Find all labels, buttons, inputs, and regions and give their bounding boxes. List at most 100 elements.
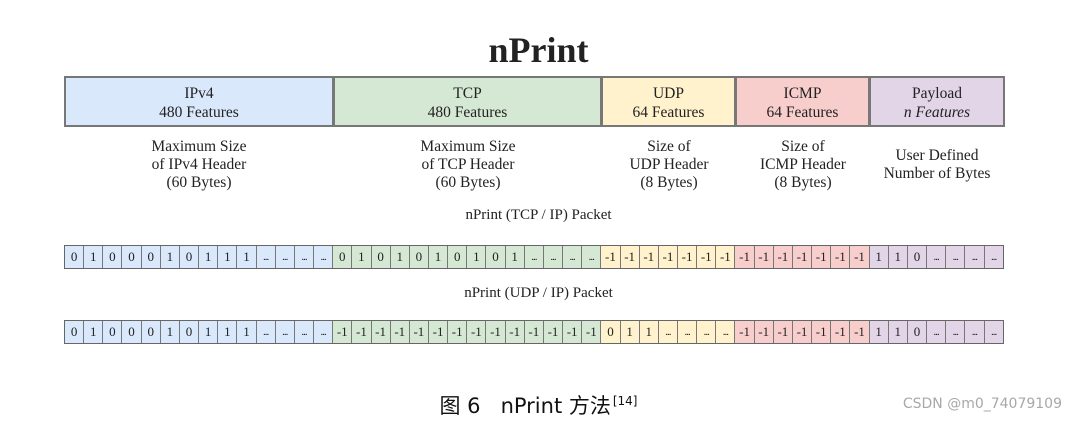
header-tcp-name: TCP	[453, 85, 482, 102]
packet-cell-tcp: -1	[486, 321, 506, 343]
packet-cell-icmp: -1	[792, 246, 813, 268]
packet-cell-tcp: -1	[428, 321, 449, 343]
packet-cell-udp: -1	[658, 246, 678, 268]
packet-cell-tcp: -1	[467, 321, 487, 343]
packet-cell-icmp: -1	[812, 321, 832, 343]
packet-cell-ipv4: ...	[294, 246, 315, 268]
caption-text: nPrint 方法	[500, 394, 611, 418]
packet-cell-tcp: ...	[524, 246, 544, 268]
packet-cell-udp: ...	[697, 321, 717, 343]
desc-tcp-line: Maximum Size	[420, 138, 516, 155]
packet-cell-icmp: -1	[735, 246, 755, 268]
packet-cell-payload: ...	[965, 321, 985, 343]
packet-cell-icmp: -1	[754, 321, 774, 343]
header-ipv4-name: IPv4	[184, 85, 214, 102]
desc-icmp-line: Size of	[781, 138, 825, 155]
packet-cell-udp: -1	[697, 246, 717, 268]
desc-ipv4-line: Maximum Size	[151, 138, 247, 155]
packet-cell-ipv4: 1	[218, 246, 238, 268]
packet-cell-udp: -1	[620, 246, 640, 268]
packet-cell-payload: 1	[888, 321, 908, 343]
packet-cell-tcp: -1	[543, 321, 564, 343]
desc-payload-line: Number of Bytes	[883, 165, 991, 182]
packet-cell-udp: 1	[620, 321, 640, 343]
packet-cell-tcp: 0	[486, 246, 506, 268]
packet-cell-payload: ...	[984, 321, 1003, 343]
packet-cell-ipv4: ...	[256, 321, 276, 343]
header-ipv4: IPv4 480 Features	[64, 76, 334, 127]
figure-caption: 图 6 nPrint 方法[14]	[0, 390, 1077, 420]
packet-cell-icmp: -1	[792, 321, 813, 343]
packet-cell-tcp: -1	[524, 321, 544, 343]
diagram-title: nPrint	[488, 30, 589, 70]
packet-label-udp-ip: nPrint (UDP / IP) Packet	[464, 285, 613, 301]
desc-udp-line: UDP Header	[629, 156, 709, 173]
desc-tcp: Maximum Size of TCP Header (60 Bytes)	[334, 138, 602, 192]
packet-cell-ipv4: 0	[122, 321, 142, 343]
packet-cell-ipv4: ...	[275, 246, 295, 268]
packet-cell-icmp: -1	[773, 321, 793, 343]
packet-cell-ipv4: 0	[141, 321, 161, 343]
packet-cell-udp: ...	[658, 321, 678, 343]
packet-cell-tcp: 1	[428, 246, 449, 268]
packet-cell-ipv4: ...	[275, 321, 295, 343]
packet-cell-tcp: -1	[390, 321, 410, 343]
desc-ipv4: Maximum Size of IPv4 Header (60 Bytes)	[64, 138, 334, 192]
packet-cell-icmp: -1	[754, 246, 774, 268]
packet-cell-payload: ...	[965, 246, 985, 268]
packet-cell-ipv4: ...	[294, 321, 315, 343]
header-icmp-name: ICMP	[783, 85, 822, 102]
packet-cell-icmp: -1	[831, 246, 851, 268]
packet-cell-ipv4: 0	[179, 246, 200, 268]
header-udp-features: 64 Features	[632, 104, 705, 121]
watermark: CSDN @m0_74079109	[902, 396, 1062, 412]
desc-payload-line: User Defined	[895, 147, 979, 164]
packet-cell-ipv4: 0	[141, 246, 161, 268]
desc-ipv4-line: of IPv4 Header	[151, 156, 247, 173]
packet-cell-ipv4: 0	[65, 321, 85, 343]
packet-cell-tcp: ...	[582, 246, 602, 268]
desc-tcp-line: (60 Bytes)	[435, 174, 501, 191]
packet-cell-payload: ...	[927, 321, 947, 343]
packet-cell-ipv4: 1	[160, 246, 180, 268]
packet-cell-tcp: 1	[505, 246, 525, 268]
packet-cell-payload: 0	[907, 246, 928, 268]
packet-cell-icmp: -1	[735, 321, 755, 343]
packet-cell-payload: 1	[869, 321, 889, 343]
header-tcp: TCP 480 Features	[334, 76, 602, 127]
packet-cell-ipv4: 0	[103, 246, 123, 268]
packet-cell-ipv4: 1	[199, 246, 219, 268]
packet-cell-tcp: -1	[563, 321, 583, 343]
packet-cell-payload: ...	[946, 246, 966, 268]
desc-icmp-line: (8 Bytes)	[774, 174, 832, 191]
caption-reference: [14]	[612, 394, 638, 408]
packet-cell-icmp: -1	[812, 246, 832, 268]
packet-cell-payload: ...	[946, 321, 966, 343]
packet-cell-tcp: 1	[390, 246, 410, 268]
packet-cell-ipv4: 1	[237, 321, 257, 343]
packet-cell-tcp: 1	[467, 246, 487, 268]
caption-figure-number: 图 6	[439, 394, 481, 418]
packet-label-tcp-ip: nPrint (TCP / IP) Packet	[465, 207, 612, 223]
packet-cell-tcp: 0	[409, 246, 429, 268]
packet-cell-tcp: -1	[371, 321, 391, 343]
desc-payload: User Defined Number of Bytes	[864, 147, 1010, 183]
packet-cell-ipv4: ...	[314, 321, 334, 343]
packet-cell-payload: 1	[869, 246, 889, 268]
packet-cell-ipv4: 1	[84, 246, 104, 268]
packet-cell-udp: -1	[639, 246, 659, 268]
packet-cell-tcp: 0	[448, 246, 468, 268]
packet-cell-tcp: ...	[563, 246, 583, 268]
desc-udp-line: (8 Bytes)	[640, 174, 698, 191]
header-payload-name: Payload	[912, 85, 962, 102]
desc-udp: Size of UDP Header (8 Bytes)	[602, 138, 736, 192]
desc-ipv4-line: (60 Bytes)	[166, 174, 232, 191]
desc-icmp: Size of ICMP Header (8 Bytes)	[736, 138, 870, 192]
packet-cell-ipv4: ...	[314, 246, 334, 268]
packet-cell-ipv4: 1	[199, 321, 219, 343]
packet-cell-ipv4: 0	[103, 321, 123, 343]
packet-cell-udp: -1	[678, 246, 698, 268]
packet-cell-icmp: -1	[831, 321, 851, 343]
packet-cell-udp: ...	[678, 321, 698, 343]
